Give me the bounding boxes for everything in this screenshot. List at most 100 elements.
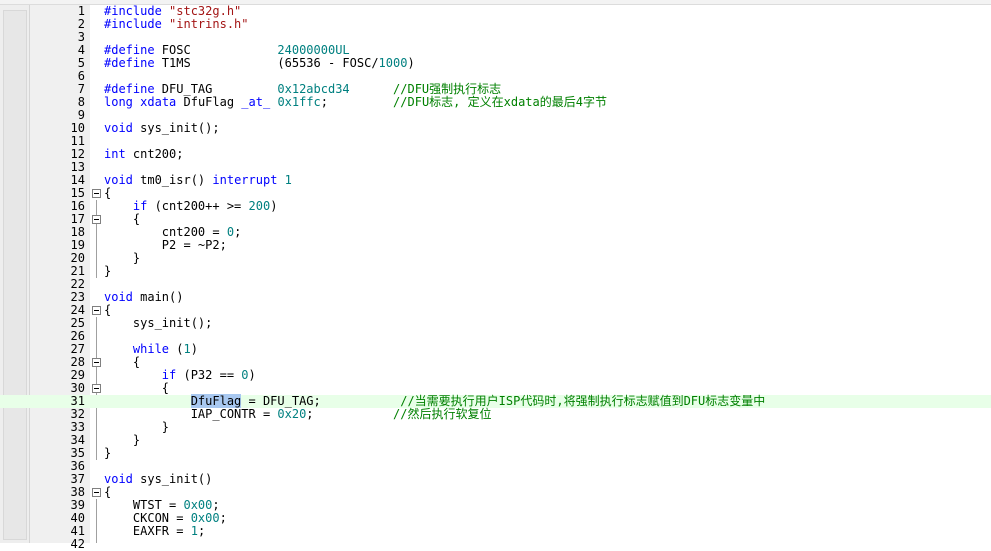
code-text: {	[104, 382, 169, 395]
code-keyword: while	[132, 342, 170, 356]
code-line[interactable]: 22	[0, 278, 991, 291]
line-number: 33	[70, 420, 85, 434]
code-keyword: #define	[104, 82, 155, 96]
code-text: {	[104, 486, 111, 499]
code-token: {	[104, 355, 141, 369]
code-text: #include "intrins.h"	[104, 18, 249, 31]
code-keyword: xdata	[140, 95, 177, 109]
code-text: {	[104, 304, 111, 317]
vertical-scrollbar[interactable]	[3, 10, 27, 540]
line-number: 32	[70, 407, 85, 421]
code-line[interactable]: 24{	[0, 304, 991, 317]
code-line[interactable]: 39 WTST = 0x00;	[0, 499, 991, 512]
fold-collapse-icon[interactable]	[92, 488, 101, 497]
code-token: FOSC	[154, 43, 278, 57]
code-line[interactable]: 25 sys_init();	[0, 317, 991, 330]
code-line[interactable]: 20 }	[0, 252, 991, 265]
window-top-border	[0, 0, 991, 5]
fold-collapse-icon[interactable]	[92, 215, 101, 224]
code-line[interactable]: 26	[0, 330, 991, 343]
code-keyword: void	[104, 121, 133, 135]
code-number: 0x20	[277, 407, 307, 421]
code-line[interactable]: 11	[0, 135, 991, 148]
code-line[interactable]: 18 cnt200 = 0;	[0, 226, 991, 239]
code-line[interactable]: 28 {	[0, 356, 991, 369]
code-line[interactable]: 38{	[0, 486, 991, 499]
code-token: sys_init();	[104, 316, 213, 330]
line-number: 11	[70, 134, 85, 148]
code-line[interactable]: 17 {	[0, 213, 991, 226]
code-text: }	[104, 447, 111, 460]
code-line[interactable]: 5#define T1MS (65536 - FOSC/1000)	[0, 57, 991, 70]
fold-collapse-icon[interactable]	[92, 384, 101, 393]
code-line[interactable]: 7#define DFU_TAG 0x12abcd34 //DFU强制执行标志	[0, 83, 991, 96]
code-token: cnt200 =	[104, 225, 227, 239]
code-line[interactable]: 41 EAXFR = 1;	[0, 525, 991, 538]
code-line[interactable]: 1#include "stc32g.h"	[0, 5, 991, 18]
code-token: CKCON =	[104, 511, 191, 525]
code-line[interactable]: 40 CKCON = 0x00;	[0, 512, 991, 525]
code-line[interactable]: 15{	[0, 187, 991, 200]
fold-collapse-icon[interactable]	[92, 189, 101, 198]
code-line-current[interactable]: 31 DfuFlag = DFU_TAG; //当需要执行用户ISP代码时,将强…	[0, 394, 991, 408]
selected-text: DfuFlag	[190, 394, 242, 408]
code-text: }	[104, 434, 140, 447]
code-line[interactable]: 3	[0, 31, 991, 44]
code-line[interactable]: 16 if (cnt200++ >= 200)	[0, 200, 991, 213]
code-line[interactable]: 34 }	[0, 434, 991, 447]
line-number: 16	[70, 199, 85, 213]
code-token: ;	[197, 524, 206, 538]
code-line[interactable]: 42	[0, 538, 991, 551]
code-line[interactable]: 32 IAP_CONTR = 0x20; //然后执行软复位	[0, 408, 991, 421]
code-token	[162, 17, 169, 31]
code-line[interactable]: 30 {	[0, 382, 991, 395]
code-token	[162, 4, 169, 18]
code-line[interactable]: 36	[0, 460, 991, 473]
code-line[interactable]: 19 P2 = ~P2;	[0, 239, 991, 252]
line-number: 30	[70, 381, 85, 395]
code-token: )	[407, 56, 415, 70]
code-text: {	[104, 213, 140, 226]
line-number: 3	[77, 30, 85, 44]
code-line[interactable]: 21}	[0, 265, 991, 278]
code-line[interactable]: 27 while (1)	[0, 343, 991, 356]
code-token: )	[270, 199, 278, 213]
code-editor[interactable]: 1#include "stc32g.h"2#include "intrins.h…	[0, 5, 991, 551]
code-number: 0x00	[183, 498, 213, 512]
code-token: }	[104, 420, 170, 434]
code-number: 0x12abcd34	[277, 82, 350, 96]
code-token: ;	[212, 498, 220, 512]
code-token: }	[104, 433, 141, 447]
line-number: 18	[70, 225, 85, 239]
code-token: DFU_TAG	[154, 82, 278, 96]
code-line[interactable]: 29 if (P32 == 0)	[0, 369, 991, 382]
line-number: 34	[70, 433, 85, 447]
code-text: #define T1MS (65536 - FOSC/1000)	[104, 57, 415, 70]
code-line[interactable]: 9	[0, 109, 991, 122]
fold-collapse-icon[interactable]	[92, 358, 101, 367]
code-number: 0	[241, 368, 249, 382]
code-line[interactable]: 13	[0, 161, 991, 174]
code-text: long xdata DfuFlag _at_ 0x1ffc; //DFU标志,…	[104, 96, 607, 109]
code-line[interactable]: 4#define FOSC 24000000UL	[0, 44, 991, 57]
code-number: 1000	[378, 56, 408, 70]
code-text: while (1)	[104, 343, 198, 356]
fold-guide-line	[96, 200, 97, 278]
line-number: 17	[70, 212, 85, 226]
line-number: 23	[70, 290, 85, 304]
line-number: 41	[70, 524, 85, 538]
code-line[interactable]: 35}	[0, 447, 991, 460]
line-number: 22	[70, 277, 85, 291]
code-text: }	[104, 252, 140, 265]
code-line[interactable]: 33 }	[0, 421, 991, 434]
code-line[interactable]: 2#include "intrins.h"	[0, 18, 991, 31]
code-line[interactable]: 6	[0, 70, 991, 83]
line-number: 28	[70, 355, 85, 369]
fold-collapse-icon[interactable]	[92, 306, 101, 315]
